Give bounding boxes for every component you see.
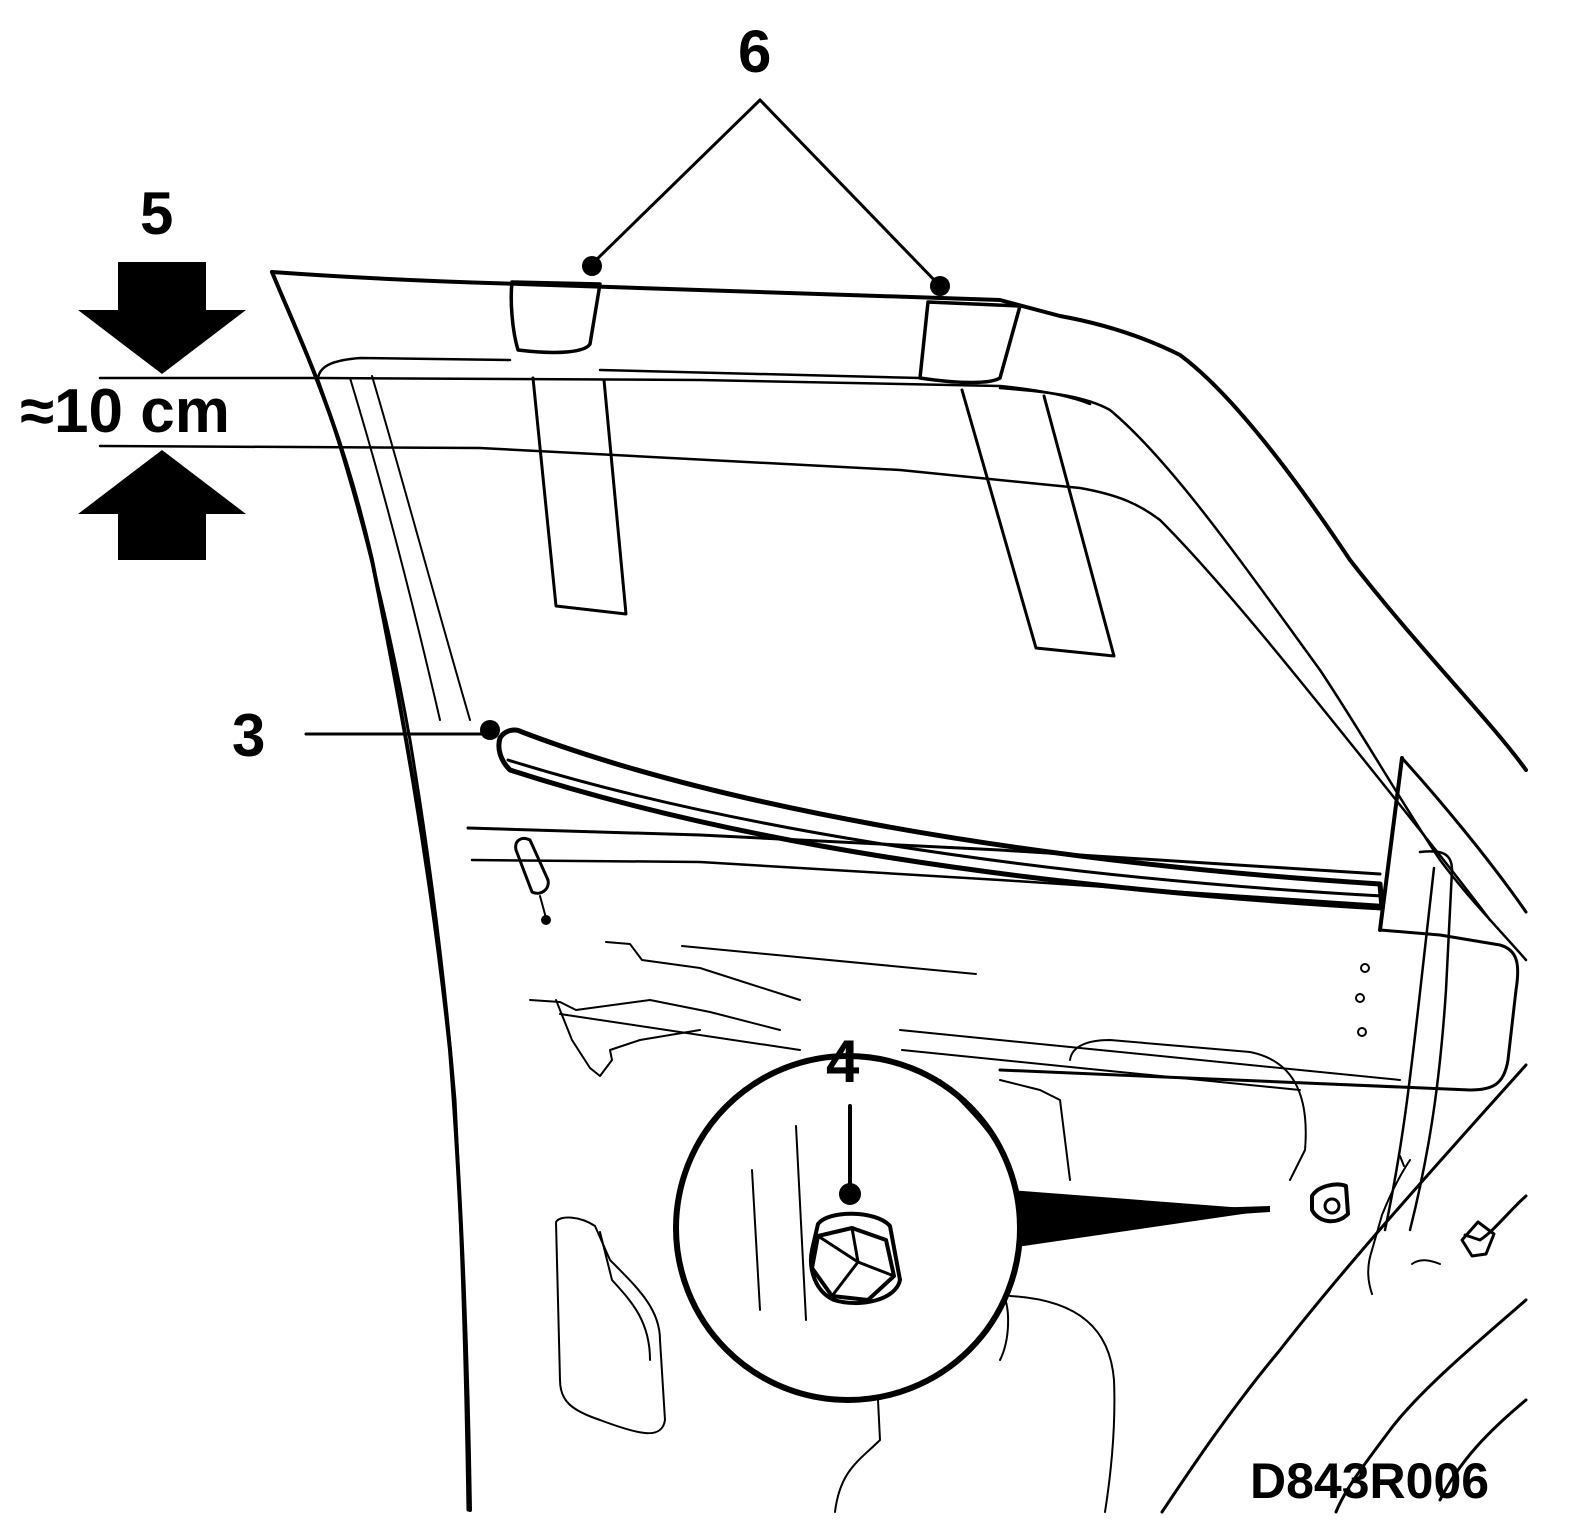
- dimension-arrows: [78, 262, 246, 560]
- callout-3: 3: [232, 702, 265, 769]
- detail-magnifier: [673, 1053, 1270, 1403]
- window-glass: [98, 376, 1492, 922]
- callout-4: 4: [826, 1028, 860, 1095]
- leaders: [304, 98, 950, 1205]
- callout-5: 5: [140, 180, 173, 247]
- measurement-label: ≈10 cm: [20, 377, 230, 446]
- arrow-up-icon: [78, 450, 246, 560]
- callout-6: 6: [738, 18, 771, 85]
- figure-code: D843R006: [1250, 1453, 1489, 1509]
- door-panel: [466, 756, 1528, 1514]
- arrow-down-icon: [78, 262, 246, 374]
- window-clips: [509, 280, 1022, 385]
- belt-seal: [496, 727, 1385, 911]
- door-frame: [270, 270, 1528, 1512]
